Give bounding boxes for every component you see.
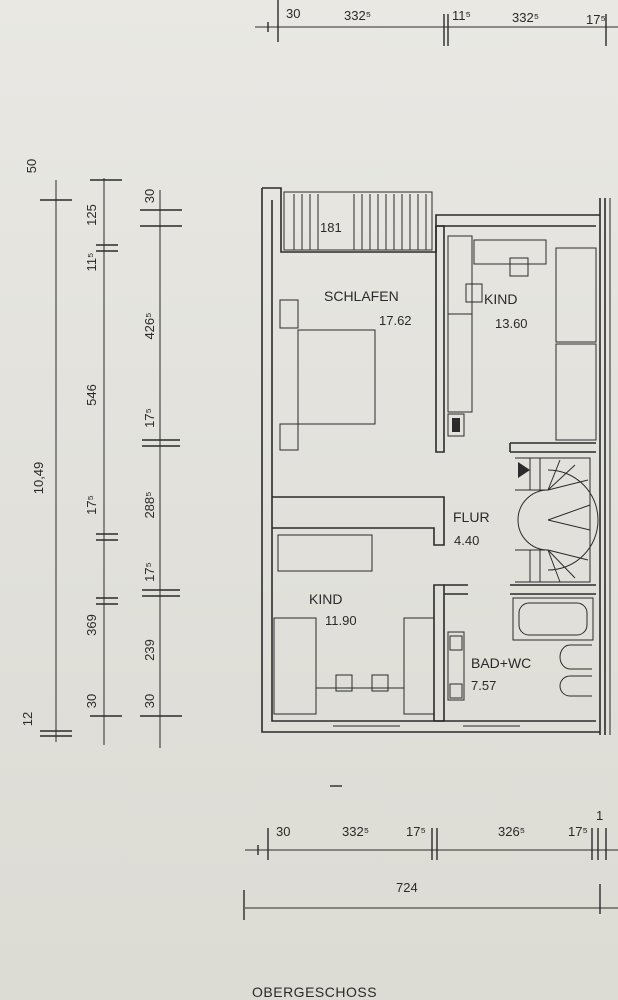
top-dim-2: 332⁵ (344, 8, 371, 23)
balcony-label: 181 (320, 220, 342, 235)
left-inner-dim-5: 17⁵ (142, 562, 157, 582)
top-dim-3: 11⁵ (452, 8, 471, 23)
room-kind-lower-area: 11.90 (325, 613, 357, 628)
left-inner-dim-3: 17⁵ (142, 408, 157, 428)
left-inner-dim-7: 30 (142, 694, 157, 708)
top-dim-5: 17⁵ (586, 12, 606, 27)
room-bad-area: 7.57 (471, 678, 496, 693)
room-schlafen-name: SCHLAFEN (324, 288, 399, 304)
left-outer-dim-3: 11⁵ (84, 253, 99, 272)
top-dim-1: 30 (286, 6, 300, 21)
left-outer-dim-6: 369 (84, 614, 99, 636)
kid-room-lower-furniture (273, 534, 435, 715)
kid-room-upper-furniture (447, 235, 597, 441)
left-outer-dim-5: 17⁵ (84, 495, 99, 515)
left-outer-dim-7: 30 (84, 694, 99, 708)
floor-title: OBERGESCHOSS (252, 984, 377, 1000)
room-flur-area: 4.40 (454, 533, 479, 548)
left-outer-dim-2: 125 (84, 204, 99, 226)
left-dimension-chains (40, 178, 182, 748)
bottom-total-dim: 724 (396, 880, 418, 895)
room-kind-upper-area: 13.60 (495, 316, 528, 331)
room-kind-lower-name: KIND (309, 591, 342, 607)
room-bad-name: BAD+WC (471, 655, 531, 671)
left-outer-dim-8: 12 (20, 712, 35, 726)
left-total-dim: 10,49 (31, 462, 46, 495)
interior-walls (272, 225, 596, 722)
left-outer-dim-4: 546 (84, 384, 99, 406)
room-schlafen-area: 17.62 (379, 313, 412, 328)
bottom-dim-3: 17⁵ (406, 824, 426, 839)
room-kind-upper-name: KIND (484, 291, 517, 307)
left-outer-dim-1: 50 (24, 159, 39, 173)
bottom-dim-4: 326⁵ (498, 824, 525, 839)
bedroom-furniture (279, 299, 376, 451)
left-inner-dim-6: 239 (142, 639, 157, 661)
left-inner-dim-4: 288⁵ (142, 491, 157, 518)
top-dimension-chain: 30 332⁵ 11⁵ 332⁵ 17⁵ (255, 0, 618, 46)
room-flur-name: FLUR (453, 509, 490, 525)
bottom-dimension-chain (243, 828, 618, 920)
bottom-dim-1: 30 (276, 824, 290, 839)
left-inner-dim-2: 426⁵ (142, 312, 157, 339)
top-dim-4: 332⁵ (512, 10, 539, 25)
bottom-dim-5: 17⁵ (568, 824, 588, 839)
spiral-staircase (515, 457, 599, 583)
bathroom-fixtures (447, 597, 594, 701)
balcony: 181 (283, 191, 433, 251)
exterior-walls (261, 187, 611, 735)
bottom-dim-6: 1 (596, 808, 603, 823)
left-inner-dim-1: 30 (142, 189, 157, 203)
bottom-dim-2: 332⁵ (342, 824, 369, 839)
